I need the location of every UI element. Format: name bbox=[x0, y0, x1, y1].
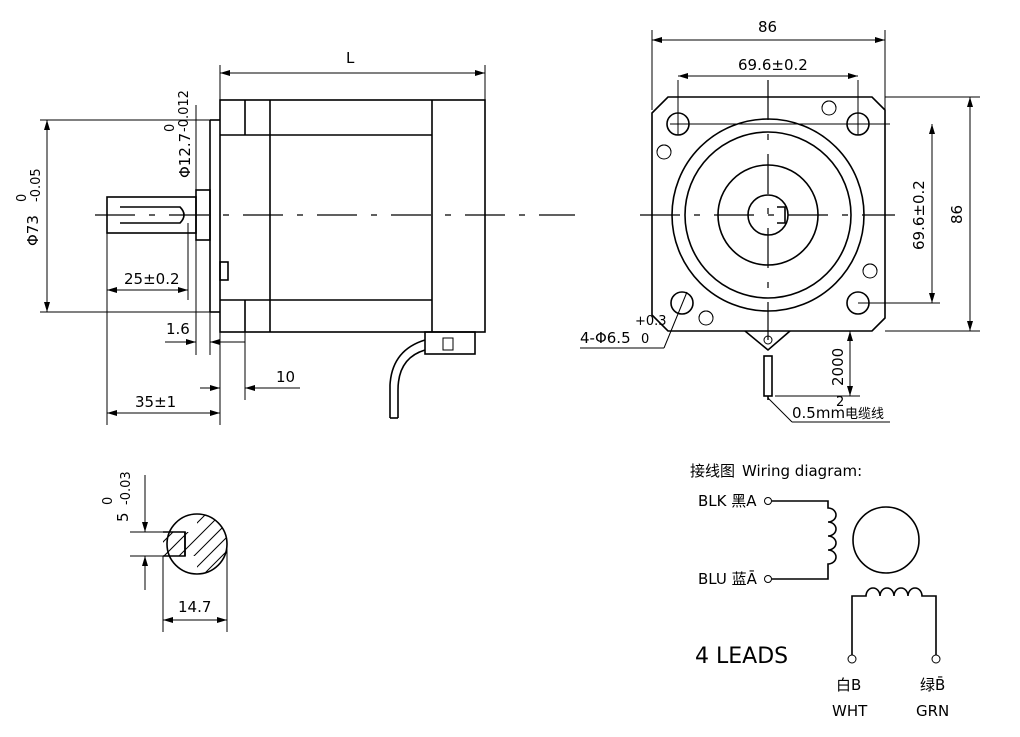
width-dim: 86 bbox=[758, 18, 777, 36]
section-width: 14.7 bbox=[178, 598, 211, 616]
motor-body bbox=[219, 99, 486, 333]
wiring-title-en: Wiring diagram: bbox=[742, 462, 862, 480]
pilot-tol-upper: 0 bbox=[163, 124, 178, 132]
hole-tol-upper: +0.3 bbox=[635, 314, 667, 329]
hole-spacing-h: 69.6±0.2 bbox=[738, 56, 808, 74]
cable-cn: 电缆线 bbox=[845, 406, 884, 422]
flange-tol-upper: 0 bbox=[15, 194, 30, 202]
key-length: 25±0.2 bbox=[124, 270, 180, 288]
coil-b bbox=[851, 587, 937, 655]
front-flange bbox=[651, 96, 886, 332]
flat-tol-lower: -0.03 bbox=[119, 471, 134, 505]
lead-b-cn: 白B bbox=[836, 676, 861, 694]
cable-spec: 0.5mm bbox=[792, 404, 845, 422]
hole-spacing-v: 69.6±0.2 bbox=[910, 180, 928, 250]
lead-b-bar-cn: 绿B̄ bbox=[920, 675, 945, 694]
lead-a-label: BLK 黑A bbox=[698, 492, 757, 510]
flange-tol-lower: -0.05 bbox=[29, 168, 44, 202]
hole-tol-lower: 0 bbox=[641, 332, 649, 347]
height-dim: 86 bbox=[948, 205, 966, 224]
front-view: 86 69.6±0.2 69.6±0.2 86 2000 4-Φ6.5 +0.3… bbox=[580, 18, 980, 423]
lead-length: 2000 bbox=[829, 348, 847, 386]
flat-depth: 5 bbox=[114, 512, 132, 522]
leads-count: 4 LEADS bbox=[695, 644, 788, 669]
hole-spec: 4-Φ6.5 bbox=[580, 329, 631, 347]
flange-thickness: 10 bbox=[276, 368, 295, 386]
lead-b-label: WHT bbox=[832, 702, 868, 720]
pilot-diameter: Φ12.7 bbox=[176, 133, 194, 178]
wiring-diagram: 接线图 Wiring diagram: BLK 黑A BLU 蓝Ā 白B WHT… bbox=[690, 462, 949, 720]
cable-sup: 2 bbox=[836, 395, 844, 410]
lead-a-bar-label: BLU 蓝Ā bbox=[698, 570, 758, 588]
pilot-tol-lower: -0.012 bbox=[177, 90, 192, 132]
flat-tol-upper: 0 bbox=[101, 497, 116, 505]
boss-height: 1.6 bbox=[166, 320, 190, 338]
rotor-icon bbox=[852, 506, 920, 574]
mounting-hole bbox=[670, 291, 694, 315]
coil-a bbox=[772, 500, 837, 580]
lead-b-bar-label: GRN bbox=[916, 702, 949, 720]
shaft-length: 35±1 bbox=[135, 393, 176, 411]
length-label: L bbox=[346, 49, 355, 67]
flange-diameter: Φ73 bbox=[24, 215, 42, 246]
shaft-section: 5 0 -0.03 14.7 bbox=[101, 471, 228, 632]
wiring-title-cn: 接线图 bbox=[690, 462, 735, 480]
side-view: L Φ73 0 -0.05 Φ12.7 0 -0.012 25±0.2 1.6 bbox=[15, 49, 575, 425]
